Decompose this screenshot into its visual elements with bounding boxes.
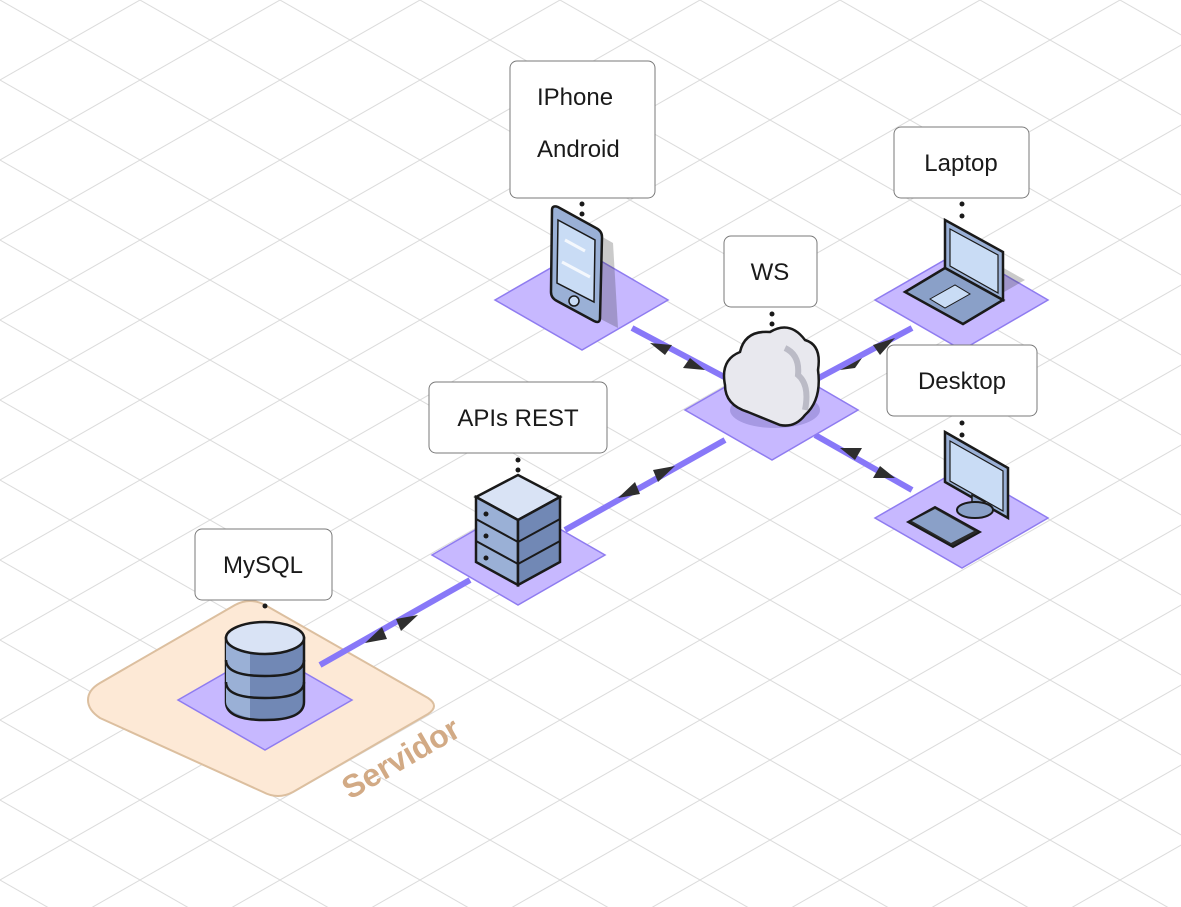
label-ws: WS [751,259,790,286]
node-label-laptop: Laptop [893,126,1030,199]
connector-laptop-ws [813,325,914,383]
node-label-mysql: MySQL [194,528,333,601]
arrow-head-icon [396,615,418,631]
label-android: Android [537,136,620,163]
arrow-head-icon [650,343,672,355]
server-rack-icon [473,473,563,588]
node-label-ws: WS [723,235,818,308]
smartphone-icon [549,205,618,328]
cloud-icon [722,326,820,428]
node-label-api: APIs REST [428,381,608,454]
connector-mobile-ws [630,325,732,383]
arrow-heads [365,338,895,643]
anchor-dots [262,201,965,609]
label-mysql: MySQL [223,552,303,579]
database-icon [224,620,306,722]
arrow-head-icon [840,358,862,370]
connector-api-mysql [318,577,472,668]
arrow-head-icon [653,466,675,482]
connectors [318,325,914,668]
connector-ws-api [563,437,727,533]
arrow-head-icon [873,466,895,478]
node-label-desktop: Desktop [886,344,1038,417]
label-iphone: IPhone [537,84,613,111]
label-desktop: Desktop [918,368,1006,395]
arrow-head-icon [618,482,640,498]
arrow-head-icon [365,627,387,643]
arrow-head-icon [840,448,862,460]
connector-desktop-ws [813,432,914,493]
desktop-monitor-icon [905,429,1010,549]
node-label-mobile: IPhone Android [509,60,656,199]
arrow-head-icon [683,358,705,370]
arrow-head-icon [873,338,895,355]
label-laptop: Laptop [924,150,997,177]
label-apis-rest: APIs REST [457,405,579,432]
laptop-icon [902,217,1025,326]
